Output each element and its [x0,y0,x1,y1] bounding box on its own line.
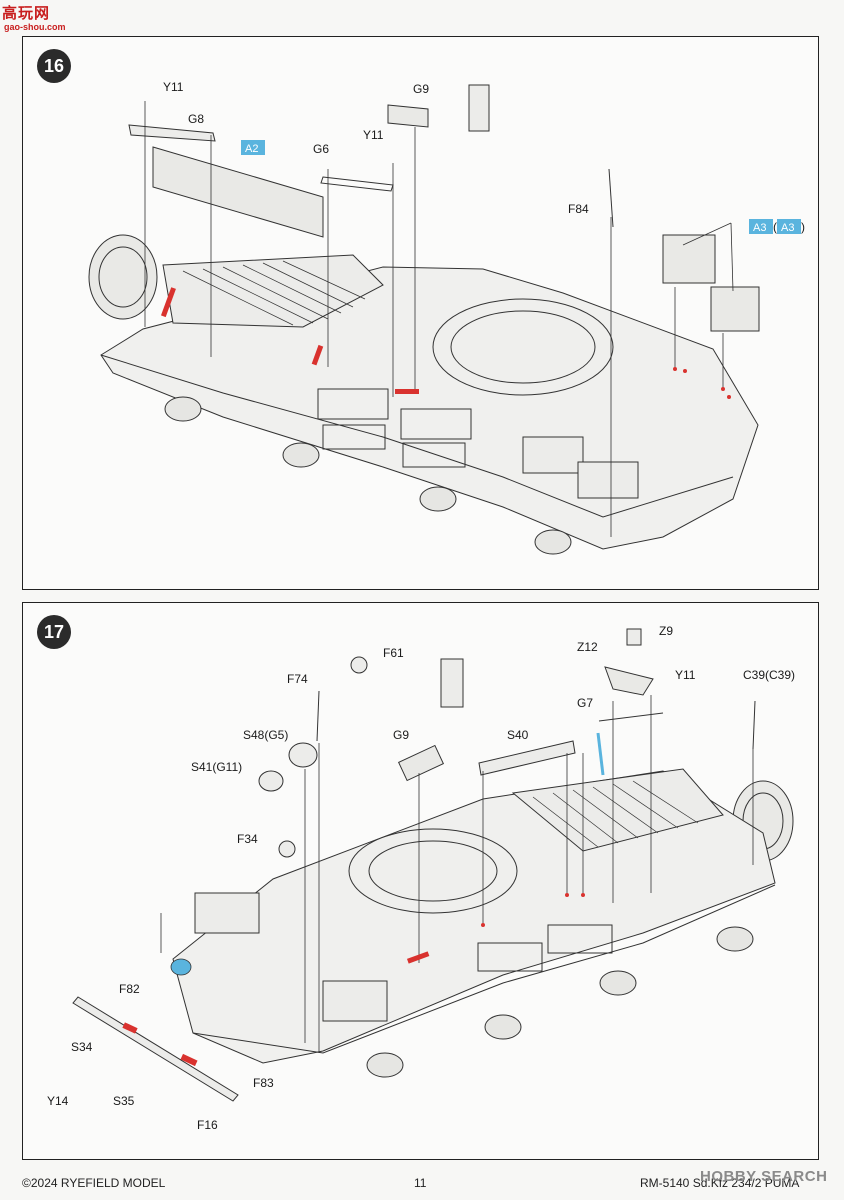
label-f83: F83 [253,1076,274,1090]
label-f16: F16 [197,1118,218,1132]
callout-a3-alt-badge [777,219,801,234]
label-s41-g11: S41(G11) [191,760,242,774]
footer-page-number: 11 [414,1176,427,1190]
label-g9: G9 [393,728,409,742]
step-16-panel: 16 [22,36,819,590]
watermark-url: gao-shou.com [4,22,66,32]
label-f61: F61 [383,646,404,660]
label-a3: A3 [753,222,766,234]
page-footer: ©2024 RYEFIELD MODEL 11 RM-5140 Sd.Kfz 2… [0,1176,844,1196]
label-y14: Y14 [47,1094,69,1108]
step-17-number: 17 [37,615,71,649]
label-f84: F84 [568,202,589,216]
hobby-search-watermark: HOBBY SEARCH [700,1168,828,1185]
label-paren-close: ) [801,220,805,234]
label-g9: G9 [413,82,429,96]
step-17-illustration: F61 F74 Z9 Z12 Y11 C39(C39) G7 S48(G5) G… [47,624,795,1132]
label-a2: A2 [245,143,258,155]
label-a3-alt: A3 [781,222,794,234]
label-z12: Z12 [577,640,598,654]
label-f82: F82 [119,982,140,996]
label-s40: S40 [507,728,529,742]
label-y11-b: Y11 [363,128,384,142]
label-f34: F34 [237,832,258,846]
label-paren-open: ( [773,220,777,234]
label-g8: G8 [188,112,204,126]
label-c39: C39(C39) [743,668,795,682]
site-watermark: 高玩网 gao-shou.com [2,2,74,38]
label-s48-g5: S48(G5) [243,728,288,742]
label-s34: S34 [71,1040,93,1054]
label-y11-a: Y11 [163,80,184,94]
label-f74: F74 [287,672,308,686]
step-16-illustration: Y11 G8 A2 G9 G6 Y11 F84 A3 ( A3 ) [88,80,805,555]
blue-part-icon [170,958,192,976]
watermark-logo: 高玩网 [2,5,51,22]
step-16-number: 16 [37,49,71,83]
step-17-panel: 17 [22,602,819,1160]
callout-a3-badge [749,219,773,234]
label-s35: S35 [113,1094,135,1108]
label-g7: G7 [577,696,593,710]
callout-a2-badge [241,140,265,155]
label-g6: G6 [313,142,329,156]
footer-copyright: ©2024 RYEFIELD MODEL [22,1176,166,1190]
footer-product-code: RM-5140 Sd.Kfz 234/2 PUMA [640,1176,800,1190]
label-y11: Y11 [675,668,696,682]
label-z9: Z9 [659,624,673,638]
